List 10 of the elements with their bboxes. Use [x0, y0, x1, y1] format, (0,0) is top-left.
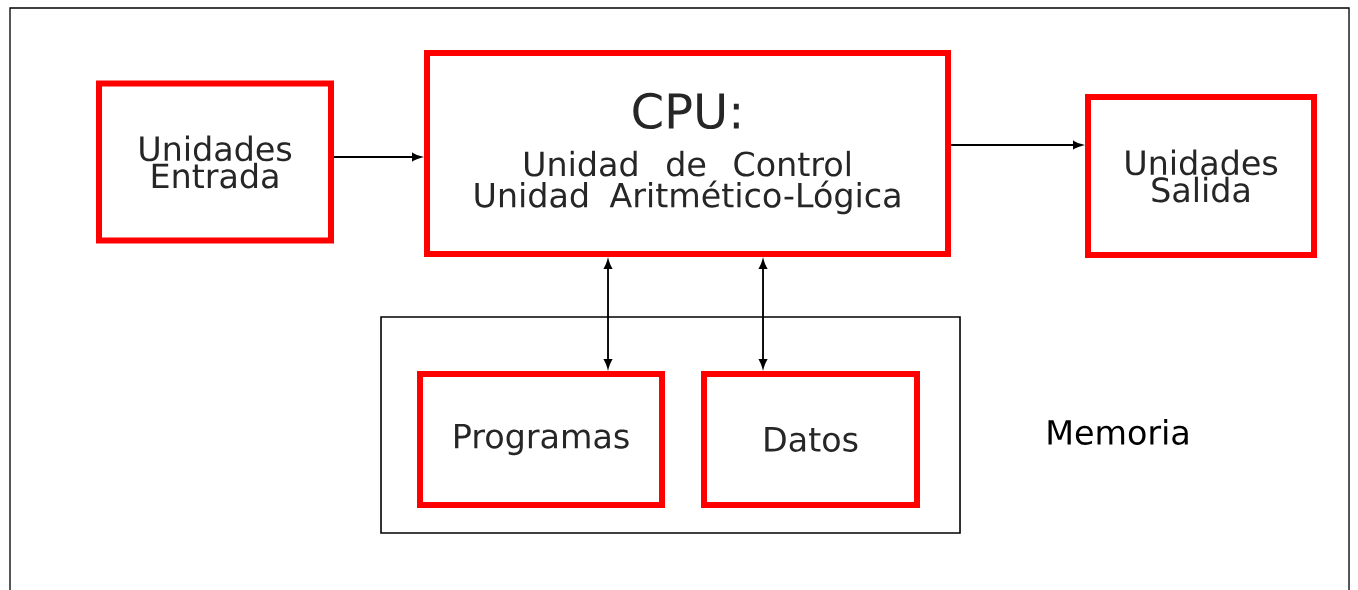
arrow — [950, 141, 1083, 149]
arrow — [604, 259, 612, 369]
process-box: Unidades Salida — [1085, 94, 1317, 258]
process-box: Programas — [417, 371, 665, 508]
process-box: Datos — [701, 371, 920, 508]
box-heading: Memoria — [1048, 419, 1188, 445]
arrow — [759, 259, 767, 369]
arrow — [333, 153, 422, 161]
process-box: Unidades Entrada — [96, 80, 334, 244]
process-box: CPU: Unidad de Control Unidad Aritmético-Lógica — [424, 50, 951, 257]
